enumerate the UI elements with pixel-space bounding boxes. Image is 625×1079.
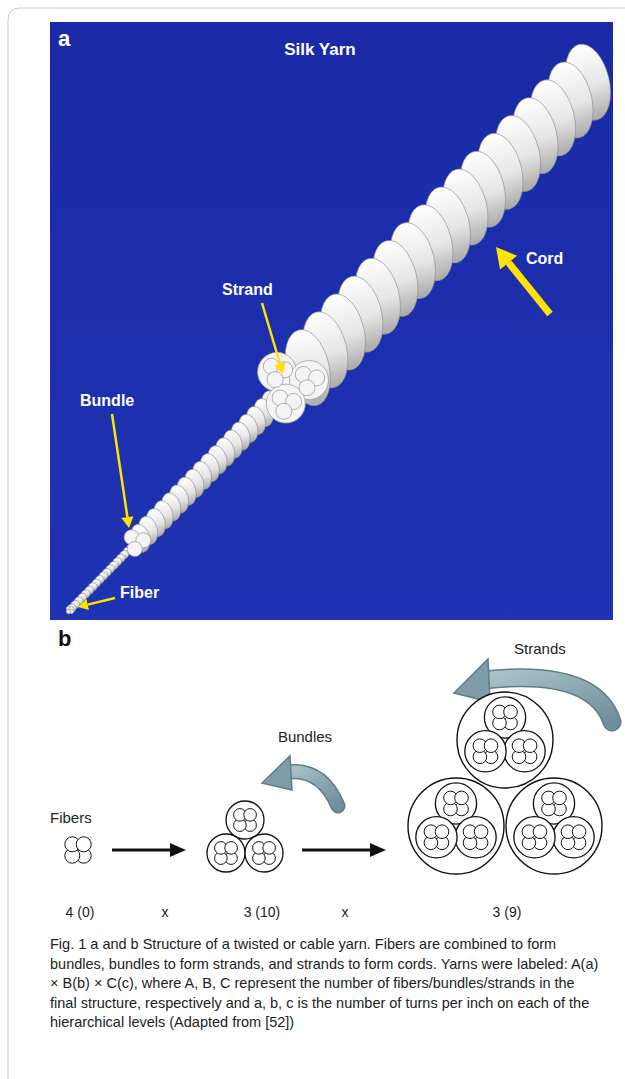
fiber-circle [553, 791, 567, 805]
flow-arrow [112, 849, 172, 852]
part-label: Fiber [120, 584, 159, 602]
fiber-circle [474, 825, 488, 839]
panel-title: Silk Yarn [284, 40, 356, 60]
bundle-circle [245, 834, 283, 872]
arrowhead [170, 843, 186, 857]
bundle-circle [226, 801, 264, 839]
panel-letter: b [58, 626, 71, 651]
part-label: Bundle [80, 392, 134, 410]
level-label: Fibers [50, 809, 92, 826]
bundle-circle [416, 817, 457, 858]
multiply-sign: x [342, 904, 349, 920]
arrowhead [370, 843, 386, 857]
bundle-circle [514, 817, 555, 858]
leader-line [509, 263, 550, 314]
yarn-count: 3 (9) [493, 904, 522, 920]
fiber-circle [263, 842, 276, 855]
strand-circle [457, 692, 553, 788]
figure-caption: Fig. 1 a and b Structure of a twisted or… [50, 935, 602, 1033]
bundle-circle [465, 731, 506, 772]
curved-arrowhead [454, 659, 490, 702]
bundle-end [273, 400, 296, 423]
strand-circle [408, 778, 504, 874]
part-label: Strand [222, 281, 273, 299]
panel-letter: a [58, 26, 70, 51]
yarn-count: 4 (0) [66, 904, 95, 920]
leader-arrowhead [121, 516, 133, 528]
fiber-circle [225, 842, 238, 855]
fiber-circle [484, 739, 498, 753]
fiber-end [65, 608, 71, 614]
leader-arrowhead [496, 247, 517, 270]
curved-arrowhead [262, 756, 292, 790]
fiber-circle [76, 837, 91, 852]
leader-line [262, 303, 280, 364]
leader-line [88, 598, 115, 605]
bundle-circle [455, 817, 496, 858]
bundle-circle [553, 817, 594, 858]
level-label: Strands [514, 640, 566, 657]
fiber-circle [572, 825, 586, 839]
fiber-circle [435, 825, 449, 839]
level-label: Bundles [278, 728, 332, 745]
figure-frame [8, 8, 625, 1079]
leader-arrowhead [274, 362, 286, 374]
fiber-circle [244, 809, 257, 822]
yarn-illustration [35, 24, 625, 644]
bundle-circle [504, 731, 545, 772]
curved-arrow [288, 772, 338, 806]
fiber-circle [455, 791, 469, 805]
bundle-end [296, 376, 319, 399]
panel-background [50, 22, 613, 620]
leader-line [112, 414, 127, 517]
fiber-circle [504, 705, 518, 719]
curved-arrow [288, 772, 338, 806]
leader-arrowhead [78, 599, 89, 610]
bundle-circle [207, 834, 245, 872]
flow-arrow [302, 849, 372, 852]
multiply-sign: x [162, 904, 169, 920]
fiber-circle [533, 825, 547, 839]
bundle-end [124, 538, 145, 559]
part-label: Cord [526, 250, 563, 268]
cross-section-diagram [65, 692, 602, 874]
callout-arrows [78, 247, 550, 610]
fiber-circle [523, 739, 537, 753]
yarn-count: 3 (10) [244, 904, 281, 920]
strand-circle [506, 778, 602, 874]
